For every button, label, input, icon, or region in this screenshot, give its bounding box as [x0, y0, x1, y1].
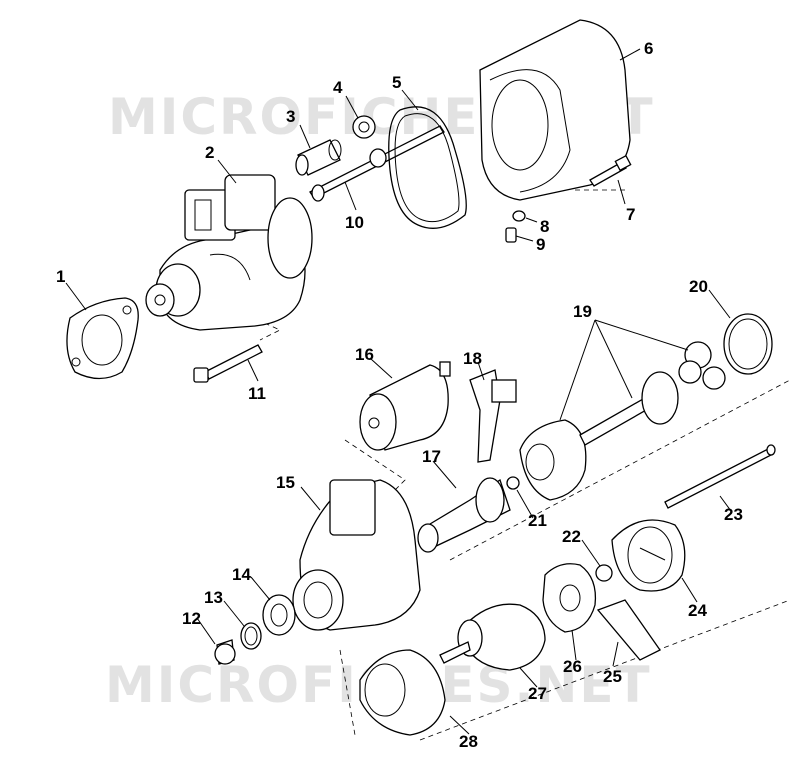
- callout-26: 26: [563, 657, 582, 676]
- part-18-lever: [469, 369, 517, 463]
- part-22-bushing: [595, 564, 613, 582]
- part-13-ring: [240, 622, 262, 650]
- part-15-front-housing: [292, 479, 421, 631]
- part-26-brush-holder: [542, 563, 597, 633]
- part-9-screw: [505, 227, 517, 243]
- part-23-through-bolt: [664, 444, 776, 509]
- callout-2: 2: [205, 143, 214, 162]
- part-17-pinion-shaft: [417, 477, 511, 553]
- part-4-seal: [352, 115, 376, 139]
- callout-16: 16: [355, 345, 374, 364]
- callout-10: 10: [345, 213, 364, 232]
- part-3-plunger: [295, 139, 342, 176]
- callout-15: 15: [276, 473, 295, 492]
- callout-6: 6: [644, 39, 653, 58]
- part-27-armature: [439, 603, 546, 671]
- part-7-bolt: [589, 154, 632, 187]
- callout-1: 1: [56, 267, 65, 286]
- callout-19: 19: [573, 302, 592, 321]
- part-5-gasket-loop: [388, 106, 467, 229]
- callout-4: 4: [333, 78, 343, 97]
- callout-labels: 1 2 3 4 5 6 7 8 9 10 11 12 13 14 15 16 1…: [56, 39, 743, 751]
- callout-24: 24: [688, 601, 707, 620]
- callout-20: 20: [689, 277, 708, 296]
- callout-5: 5: [392, 73, 401, 92]
- callout-18: 18: [463, 349, 482, 368]
- callout-14: 14: [232, 565, 251, 584]
- part-19-gear-set: [519, 341, 726, 501]
- callout-17: 17: [422, 447, 441, 466]
- callout-28: 28: [459, 732, 478, 751]
- part-28-yoke: [359, 649, 446, 736]
- part-11-bolt: [193, 344, 263, 383]
- leader-lines: [65, 48, 732, 735]
- callout-8: 8: [540, 217, 549, 236]
- part-12-cap: [214, 639, 236, 665]
- part-25-brush-plate: [596, 599, 661, 661]
- callout-12: 12: [182, 609, 201, 628]
- part-20-snap-ring: [723, 313, 773, 375]
- part-14-gear: [262, 594, 296, 636]
- callout-27: 27: [528, 684, 547, 703]
- part-21-ball: [506, 476, 520, 490]
- alignment-lines: [239, 145, 791, 741]
- callout-22: 22: [562, 527, 581, 546]
- callout-9: 9: [536, 235, 545, 254]
- callout-13: 13: [204, 588, 223, 607]
- part-8-washer: [512, 210, 526, 222]
- part-1-flange-gasket: [66, 297, 139, 380]
- callout-7: 7: [626, 205, 635, 224]
- part-2-starter-assembly: [145, 174, 313, 331]
- callout-11: 11: [248, 384, 266, 403]
- part-16-solenoid: [359, 361, 451, 451]
- callout-21: 21: [528, 511, 547, 530]
- callout-23: 23: [724, 505, 743, 524]
- part-10-shaft: [309, 125, 445, 202]
- part-24-end-cover: [611, 519, 686, 592]
- callout-25: 25: [603, 667, 622, 686]
- callout-3: 3: [286, 107, 295, 126]
